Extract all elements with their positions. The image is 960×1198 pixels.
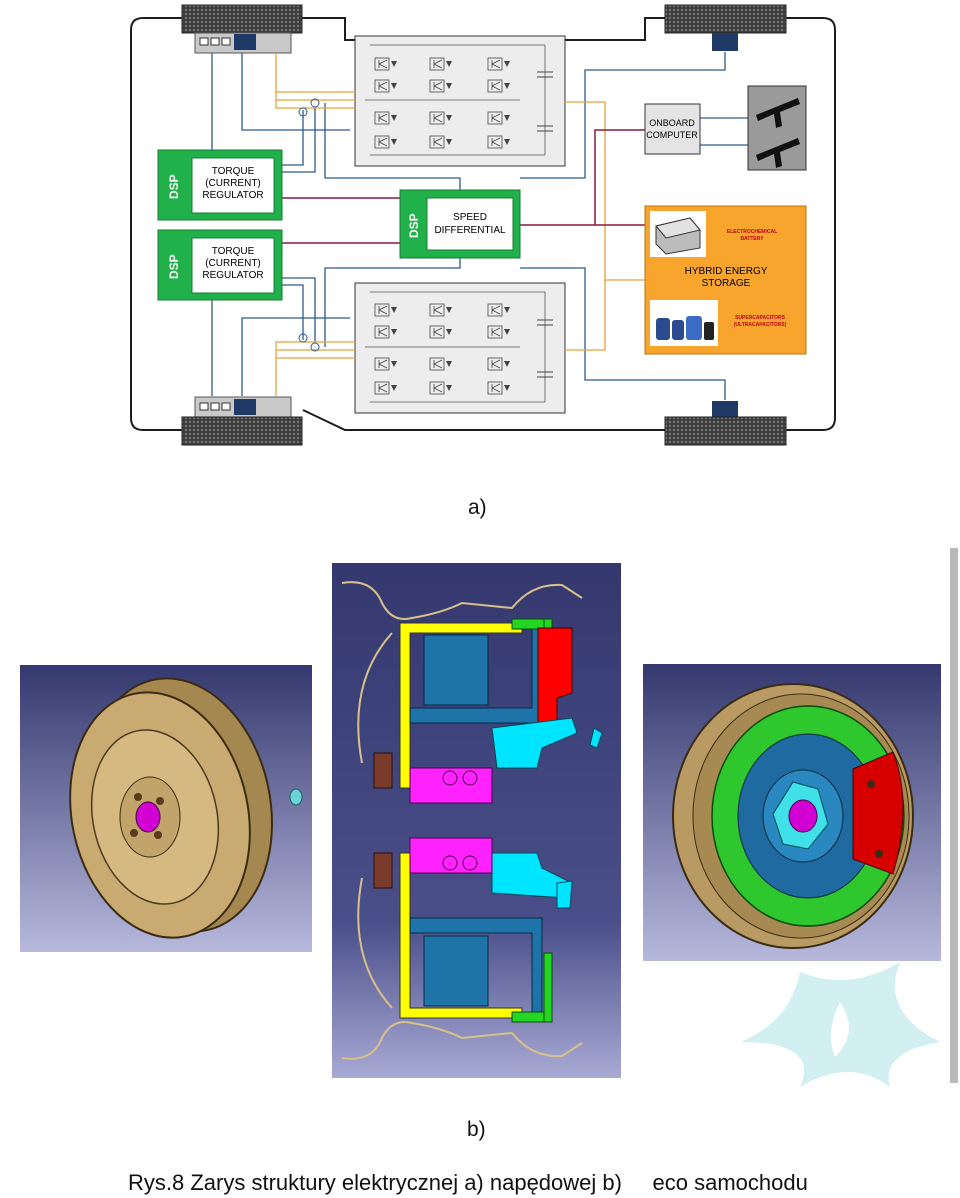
torque-line-2: (CURRENT) [205, 258, 261, 269]
tire-front-right [664, 4, 787, 51]
supercapacitor-icon [650, 300, 718, 346]
torque-regulator-top: DSP TORQUE (CURRENT) REGULATOR [157, 149, 283, 221]
scrollbar[interactable] [950, 548, 958, 1083]
battery-line-1: ELECTROCHEMICAL [727, 229, 777, 235]
torque-line-3: REGULATOR [202, 190, 263, 201]
onboard-computer-block: ONBOARD COMPUTER [644, 103, 701, 155]
inverter-top [354, 35, 566, 167]
supercap-line-1: SUPERCAPACITORS [735, 315, 785, 321]
dsp-label: DSP [407, 213, 421, 238]
hybrid-line-1: HYBRID ENERGY [685, 266, 768, 277]
drive-structure-diagram: DSP TORQUE (CURRENT) REGULATOR DSP TORQU… [130, 4, 836, 446]
inverter-bottom [354, 282, 566, 414]
supercap-line-2: (ULTRACAPACITORS) [734, 322, 787, 328]
torque-regulator-bottom: DSP TORQUE (CURRENT) REGULATOR [157, 229, 283, 301]
tire-rear-left [181, 396, 303, 446]
wheel-3d-front-view [643, 664, 941, 961]
torque-line-3: REGULATOR [202, 270, 263, 281]
steering-pedal-icon [747, 85, 807, 171]
hybrid-line-2: STORAGE [702, 278, 751, 289]
logo-watermark [740, 962, 940, 1087]
hub-motor-cross-section [332, 563, 621, 1078]
onboard-line-2: COMPUTER [646, 130, 698, 140]
wires-maroon [282, 129, 645, 244]
sublabel-a: a) [468, 496, 487, 519]
dsp-label: DSP [167, 174, 181, 199]
speed-line-2: DIFFERENTIAL [434, 225, 506, 236]
figure-caption: Rys.8 Zarys struktury elektrycznej a) na… [128, 1170, 808, 1195]
wires-orange [275, 53, 645, 396]
battery-icon [650, 211, 706, 257]
wheel-3d-rear-view [20, 665, 312, 952]
wires-blue [211, 52, 748, 400]
speed-line-1: SPEED [453, 212, 487, 223]
onboard-line-1: ONBOARD [649, 118, 695, 128]
torque-line-2: (CURRENT) [205, 178, 261, 189]
sublabel-b: b) [467, 1118, 486, 1141]
speed-differential-block: DSP SPEED DIFFERENTIAL [399, 189, 521, 259]
battery-line-2: BATTERY [740, 236, 764, 242]
tire-rear-right [664, 401, 787, 446]
torque-line-1: TORQUE [212, 166, 255, 177]
dsp-label: DSP [167, 254, 181, 279]
torque-line-1: TORQUE [212, 246, 255, 257]
hybrid-energy-storage-block: ELECTROCHEMICAL BATTERY HYBRID ENERGY ST… [644, 205, 807, 355]
vehicle-frame [130, 17, 836, 431]
tire-front-left [181, 4, 303, 54]
